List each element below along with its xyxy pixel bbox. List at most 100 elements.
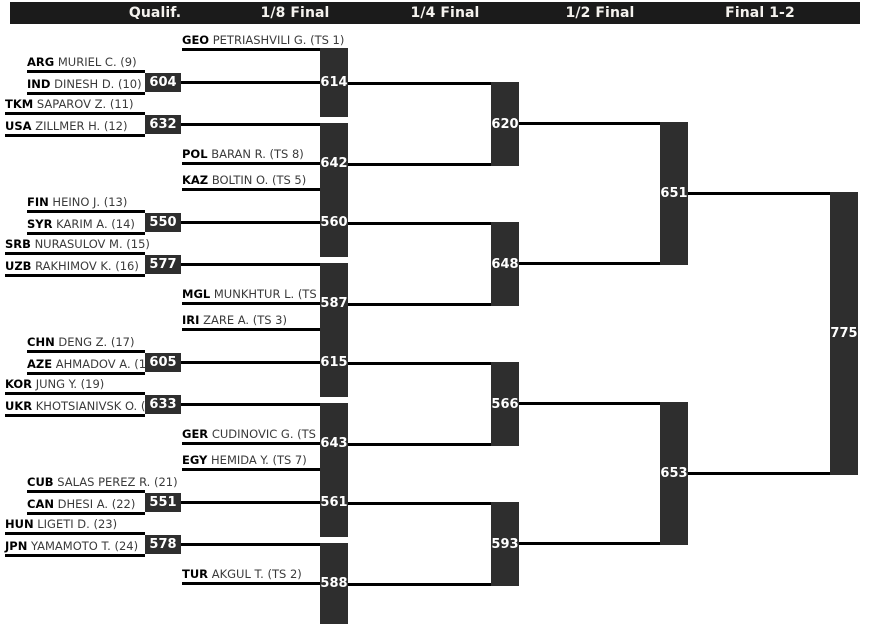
country-code: KAZ <box>182 173 209 187</box>
athlete-name: DENG Z. <box>58 335 108 349</box>
r16-to-r8-a-2 <box>348 362 519 365</box>
seed-top-line-2 <box>182 328 348 331</box>
athlete-name: HEINO J. <box>52 195 101 209</box>
country-code: IND <box>27 77 51 91</box>
qual-line-c-3 <box>5 532 145 535</box>
seeded-athlete-top-1: KAZ BOLTIN O. (TS 5) <box>182 174 306 186</box>
qual-line-c-0 <box>5 112 145 115</box>
athlete-name: KHOTSIANIVSK O. <box>35 399 138 413</box>
athlete-name: BARAN R. <box>211 147 266 161</box>
country-code: ARG <box>27 55 55 69</box>
qualifier-2-0: CHN DENG Z. (17) <box>27 336 134 348</box>
seed-number: (24) <box>114 539 139 553</box>
seed-number: (TS 7) <box>272 453 307 467</box>
round-header-3: 1/4 Final <box>410 5 480 21</box>
country-code: CUB <box>27 475 54 489</box>
r8-to-r4-b-0 <box>519 262 688 265</box>
athlete-name: SALAS PEREZ R. <box>57 475 151 489</box>
qual-line-d-0 <box>5 134 145 137</box>
athlete-name: JUNG Y. <box>35 377 78 391</box>
seed-number: (TS 5) <box>271 173 307 187</box>
qual-line-c-1 <box>5 252 145 255</box>
athlete-name: CUDINOVIC G. <box>211 427 294 441</box>
country-code: USA <box>5 119 32 133</box>
athlete-name: YAMAMOTO T. <box>31 539 111 553</box>
country-code: TUR <box>182 567 209 581</box>
qualifier-2-1: AZE AHMADOV A. (18) <box>27 358 158 370</box>
qualifier-score-1-0: 550 <box>145 213 181 232</box>
qual-connect-b-2 <box>181 403 348 406</box>
r16-box-3-0: 561 <box>320 468 348 537</box>
seeded-athlete-bottom-3: TUR AKGUL T. (TS 2) <box>182 568 302 580</box>
athlete-name: HEMIDA Y. <box>211 453 269 467</box>
qual-line-b-1 <box>27 232 145 235</box>
qualifier-0-0: ARG MURIEL C. (9) <box>27 56 137 68</box>
qual-connect-a-1 <box>181 221 348 224</box>
qualifier-3-1: CAN DHESI A. (22) <box>27 498 135 510</box>
r4-box-0: 651 <box>660 122 688 265</box>
qual-connect-a-2 <box>181 361 348 364</box>
seed-number: (TS 8) <box>269 147 304 161</box>
seeded-athlete-bottom-1: MGL MUNKHTUR L. (TS 4) <box>182 288 332 300</box>
r8-to-r4-b-1 <box>519 542 688 545</box>
seed-bottom-line-1 <box>182 302 348 305</box>
country-code: FIN <box>27 195 49 209</box>
r8-box-1: 648 <box>491 222 519 306</box>
country-code: CAN <box>27 497 54 511</box>
final-box: 775 <box>830 192 858 475</box>
r4-box-1: 653 <box>660 402 688 545</box>
qual-line-a-2 <box>27 350 145 353</box>
country-code: HUN <box>5 517 34 531</box>
seed-number: (10) <box>118 77 142 91</box>
qual-line-d-2 <box>5 414 145 417</box>
country-code: IRI <box>182 313 200 327</box>
seed-number: (15) <box>126 237 150 251</box>
r8-box-2: 566 <box>491 362 519 446</box>
seed-number: (14) <box>111 217 135 231</box>
seeded-athlete-top-2: IRI ZARE A. (TS 3) <box>182 314 287 326</box>
athlete-name: LIGETI D. <box>37 517 90 531</box>
country-code: CHN <box>27 335 55 349</box>
athlete-name: NURASULOV M. <box>34 237 123 251</box>
r16-box-3-1: 588 <box>320 543 348 624</box>
country-code: TKM <box>5 97 34 111</box>
seed-number: (19) <box>80 377 105 391</box>
seed-number: (13) <box>103 195 128 209</box>
country-code: GEO <box>182 33 210 47</box>
athlete-name: PETRIASHVILI G. <box>212 33 307 47</box>
athlete-name: DHESI A. <box>57 497 109 511</box>
athlete-name: ZARE A. <box>203 313 250 327</box>
country-code: UZB <box>5 259 32 273</box>
qual-line-c-2 <box>5 392 145 395</box>
r8-box-0: 620 <box>491 82 519 166</box>
seed-number: (22) <box>111 497 136 511</box>
qualifier-score-2-1: 633 <box>145 395 181 414</box>
qual-line-d-1 <box>5 274 145 277</box>
r16-box-0-0: 614 <box>320 48 348 117</box>
round-header-2: 1/8 Final <box>260 5 330 21</box>
seeded-athlete-top-0: GEO PETRIASHVILI G. (TS 1) <box>182 34 344 46</box>
qualifier-2-2: KOR JUNG Y. (19) <box>5 378 104 390</box>
qualifier-1-2: SRB NURASULOV M. (15) <box>5 238 150 250</box>
r8-to-r4-a-1 <box>519 402 688 405</box>
qualifier-2-3: UKR KHOTSIANIVSK O. (20) <box>5 400 164 412</box>
qualifier-score-2-0: 605 <box>145 353 181 372</box>
seed-number: (TS 3) <box>252 313 287 327</box>
athlete-name: AHMADOV A. <box>55 357 131 371</box>
country-code: UKR <box>5 399 33 413</box>
qualifier-3-0: CUB SALAS PEREZ R. (21) <box>27 476 178 488</box>
qual-line-a-1 <box>27 210 145 213</box>
athlete-name: SAPAROV Z. <box>36 97 107 111</box>
qual-line-b-3 <box>27 512 145 515</box>
seed-number: (11) <box>109 97 134 111</box>
country-code: JPN <box>5 539 28 553</box>
qualifier-1-1: SYR KARIM A. (14) <box>27 218 135 230</box>
athlete-name: ZILLMER H. <box>35 119 101 133</box>
athlete-name: RAKHIMOV K. <box>35 259 112 273</box>
qualifier-score-3-0: 551 <box>145 493 181 512</box>
athlete-name: DINESH D. <box>54 77 115 91</box>
athlete-name: BOLTIN O. <box>211 173 269 187</box>
seed-number: (12) <box>103 119 128 133</box>
country-code: MGL <box>182 287 211 301</box>
